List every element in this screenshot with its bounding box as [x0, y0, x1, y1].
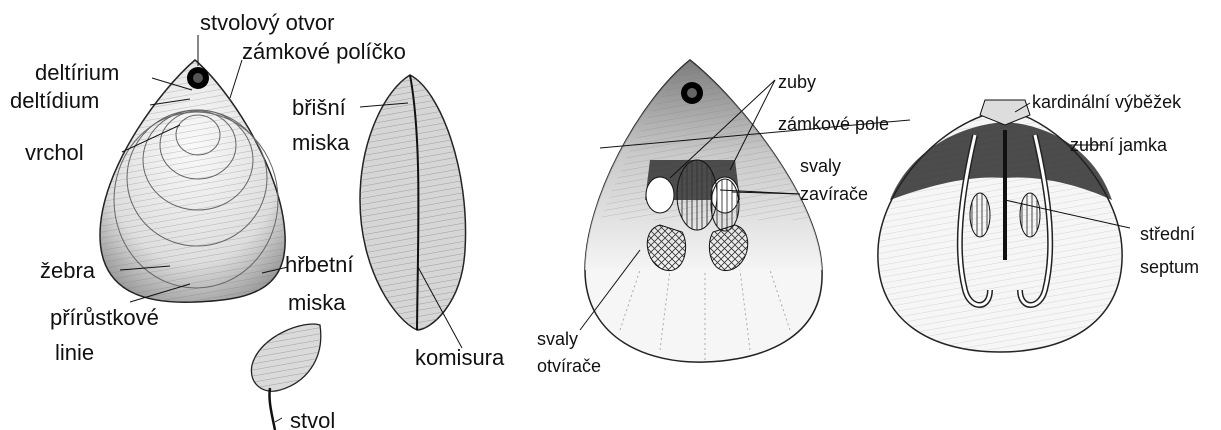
- shell-ventral-interior: [585, 60, 822, 362]
- label-deltirium: deltírium: [35, 60, 119, 85]
- label-ventral-valve-1: břišní: [292, 95, 346, 120]
- label-diductors: otvírače: [537, 356, 601, 376]
- label-median-2: septum: [1140, 257, 1199, 277]
- label-teeth: zuby: [778, 72, 816, 92]
- adductor-muscle: [677, 160, 717, 230]
- shell-side-view: [360, 75, 466, 330]
- label-pedicle-opening: stvolový otvor: [200, 10, 335, 35]
- label-dorsal-valve-2: miska: [288, 290, 346, 315]
- tooth: [646, 177, 674, 213]
- label-ventral-valve-2: miska: [292, 130, 350, 155]
- label-pedicle: stvol: [290, 408, 335, 430]
- label-muscles-bottom: svaly: [537, 329, 578, 349]
- label-dental-socket: zubní jamka: [1070, 135, 1168, 155]
- label-muscles-top: svaly: [800, 156, 841, 176]
- pedicle: [269, 388, 275, 430]
- label-hinge-field-small: zámkové políčko: [242, 39, 406, 64]
- shell-dorsal-view: [100, 60, 285, 302]
- label-hinge-field: zámkové pole: [778, 114, 889, 134]
- label-deltidium: deltídium: [10, 88, 99, 113]
- label-cardinal-process: kardinální výběžek: [1032, 92, 1182, 112]
- label-commissure: komisura: [415, 345, 505, 370]
- label-growth-lines-2: linie: [55, 340, 94, 365]
- label-median-1: střední: [1140, 224, 1195, 244]
- label-dorsal-valve-1: hřbetní: [285, 252, 354, 277]
- label-ribs: žebra: [40, 258, 96, 283]
- label-growth-lines-1: přírůstkové: [50, 305, 159, 330]
- label-apex: vrchol: [25, 140, 84, 165]
- label-adductors: zavírače: [800, 184, 868, 204]
